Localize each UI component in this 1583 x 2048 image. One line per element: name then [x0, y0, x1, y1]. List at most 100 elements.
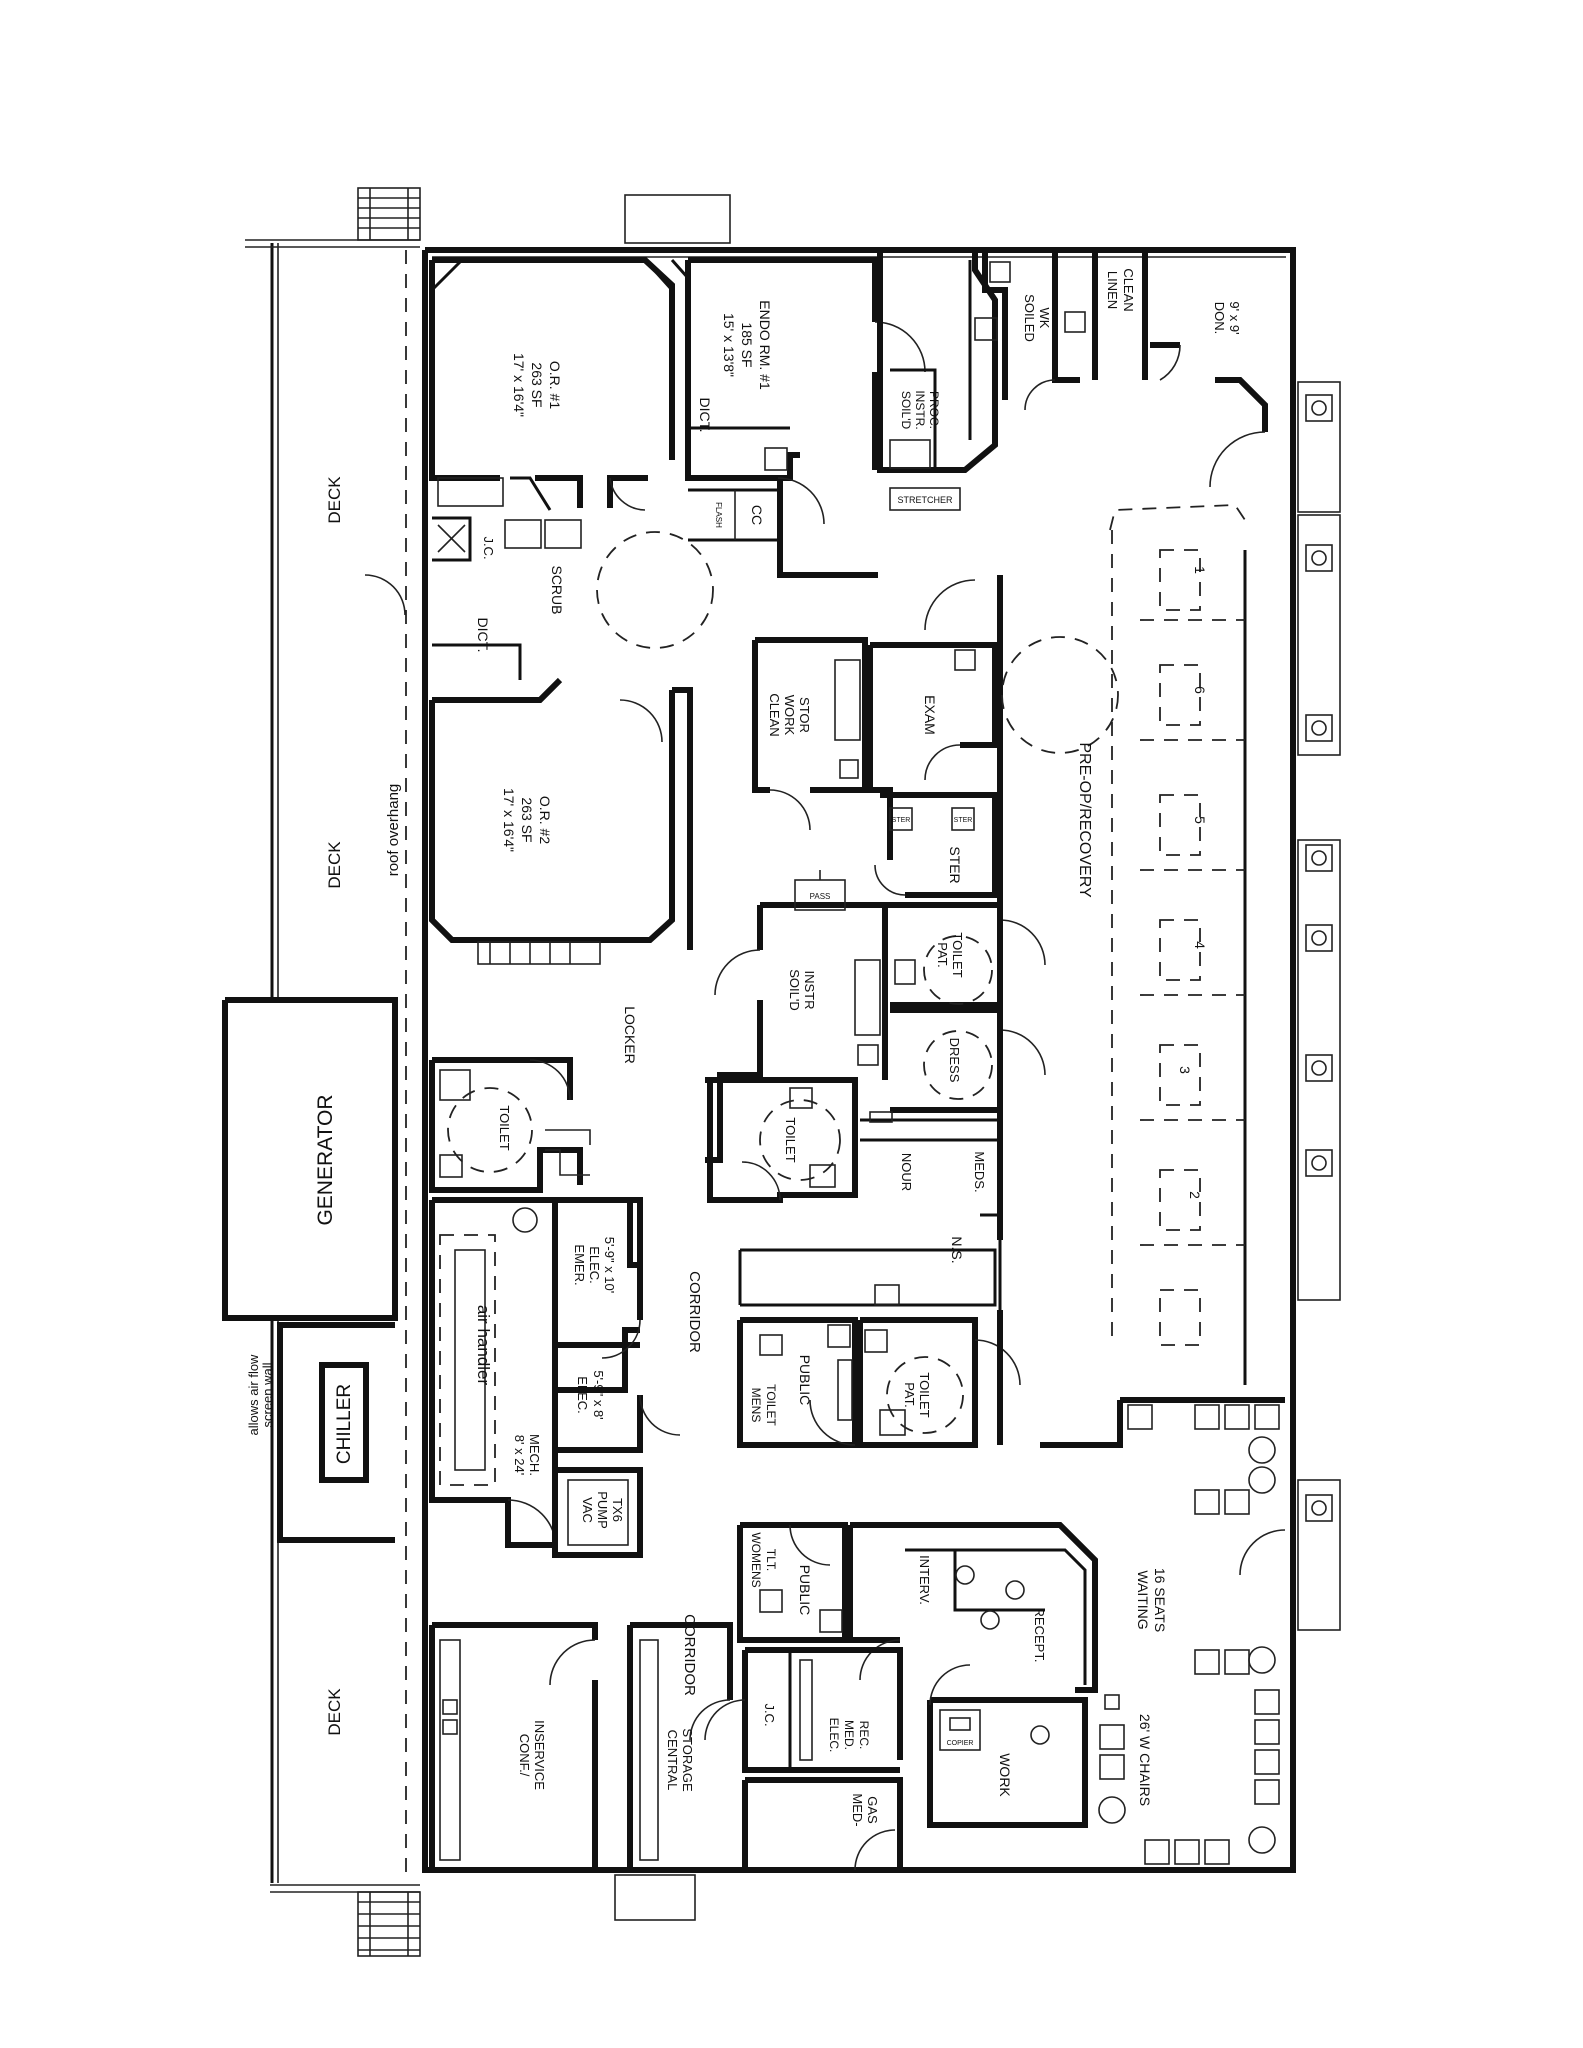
womens-toilet: WOMENS TLT. PUBLIC	[737, 1522, 848, 1643]
soiled-instr-2: INSTR.	[913, 390, 927, 429]
clean-work-1: CLEAN	[767, 693, 782, 736]
emer-elec-3: 5'-9" x 10'	[602, 1237, 617, 1294]
locker-label: LOCKER	[622, 1006, 638, 1064]
dict-label-1: DICT.	[475, 618, 491, 653]
roof-overhang-label: roof overhang	[385, 784, 402, 877]
recept-label: RECEPT.	[1032, 1608, 1047, 1663]
corridor-label-1: CORRIDOR	[686, 1271, 703, 1353]
vac-3: TX6	[610, 1498, 625, 1522]
exam-room: EXAM	[867, 642, 998, 790]
support-rooms-top: SOILED WK LINEN CLEAN DON. 9' x 9'	[974, 250, 1268, 488]
pat-toilet-upper: PAT. TOILET	[885, 902, 1046, 1008]
pre-op-label: PRE-OP/RECOVERY	[1076, 742, 1093, 898]
soiled-instr-3: PROC.	[927, 391, 941, 429]
or-1-name: O.R. #1	[547, 361, 563, 409]
soiled-wk-1: SOILED	[1022, 294, 1037, 342]
screen-wall-label-2: screen wall	[260, 1362, 275, 1427]
waiting-1: WAITING	[1135, 1570, 1151, 1629]
mens-toilet: MENS TOILET PUBLIC	[737, 1317, 858, 1448]
central-1: CENTRAL	[665, 1730, 680, 1791]
bay-3-label: 3	[1177, 1066, 1193, 1074]
or-1-area: 263 SF	[529, 362, 545, 407]
bay-5-label: 5	[1192, 816, 1208, 824]
ster-label: STER	[947, 846, 963, 883]
corridor-label-2: CORRIDOR	[681, 1614, 698, 1696]
work-room: COPIER WORK	[927, 1664, 1088, 1828]
central-2: STORAGE	[680, 1728, 695, 1792]
mens-1: MENS	[749, 1388, 763, 1423]
cc-closet: FLASH CC	[688, 477, 878, 578]
elec-label-1: ELEC.	[575, 1376, 590, 1414]
elec-med-rec: J.C. ELEC. MED. REC.	[704, 1647, 903, 1773]
work-label: WORK	[997, 1753, 1013, 1797]
soiled-wk-2: WK	[1037, 308, 1052, 329]
bay-2-label: 2	[1187, 1191, 1203, 1199]
nurse-station: N.S.	[738, 1213, 1002, 1310]
conf-1: CONF./	[517, 1734, 532, 1777]
womens-2: TLT.	[764, 1549, 778, 1571]
interv-label: INTERV.	[917, 1555, 932, 1605]
emer-elec: EMER. ELEC. 5'-9" x 10'	[552, 1197, 643, 1359]
or-2-area: 263 SF	[519, 797, 535, 842]
cc-label: CC	[749, 505, 765, 525]
or-2-dims: 17' x 16'4"	[501, 788, 517, 852]
nour-meds: NOUR MEDS.	[860, 1111, 1000, 1193]
bay-1-label: 1	[1192, 566, 1208, 574]
endo-room: DICT. ENDO RM. #1 185 SF 15' x 13'8"	[670, 257, 926, 481]
don-1: DON.	[1212, 302, 1227, 335]
jc-label-1: J.C.	[481, 536, 496, 559]
ster-room: STER STER STER	[874, 792, 998, 898]
exam-label: EXAM	[922, 695, 938, 735]
ster-small-1: STER	[892, 817, 911, 824]
endo-dims: 15' x 13'8"	[721, 313, 737, 377]
pat-toilet2-1: PAT.	[902, 1382, 917, 1408]
mens-2: TOILET	[764, 1384, 778, 1426]
mech-label-2: MECH.	[527, 1434, 542, 1476]
locker-area: TOILET LOCKER	[429, 1006, 638, 1193]
generator-pad: GENERATOR	[222, 997, 398, 1321]
chairs-label: 26' W CHAIRS	[1137, 1714, 1153, 1806]
elec-label-2: 5'-9" x 8'	[591, 1370, 606, 1419]
air-handler-label: air handler	[474, 1305, 493, 1386]
emer-elec-2: ELEC.	[587, 1246, 602, 1284]
public-label-2: PUBLIC	[797, 1565, 813, 1616]
elec-med-2: MED.	[842, 1720, 856, 1750]
stair-bottom	[357, 1891, 421, 1957]
bay-6-label: 6	[1192, 686, 1208, 694]
ster-small-2: STER	[954, 817, 973, 824]
linen-2: CLEAN	[1121, 268, 1136, 311]
or-1: O.R. #1 263 SF 17' x 16'4"	[429, 257, 675, 511]
emer-elec-1: EMER.	[572, 1244, 587, 1285]
pat-toilet-2: TOILET	[950, 932, 965, 977]
womens-1: WOMENS	[749, 1532, 763, 1587]
med-gas-2: GAS	[865, 1796, 880, 1824]
meds-label: MEDS.	[972, 1151, 987, 1192]
pat-toilet-lower: PAT. TOILET	[857, 1317, 1021, 1448]
or-1-dims: 17' x 16'4"	[511, 353, 527, 417]
chiller-enclosure: CHILLER allows air flow screen wall	[246, 1322, 395, 1543]
pat-toilet-1: PAT.	[935, 942, 950, 968]
elec-med-3: REC.	[857, 1721, 871, 1750]
toilet-label-1: TOILET	[497, 1105, 512, 1150]
mech-label-1: 8' x 24'	[512, 1435, 527, 1475]
clean-work-2: WORK	[782, 695, 797, 736]
linen-1: LINEN	[1105, 271, 1120, 309]
generator-label: GENERATOR	[314, 1094, 337, 1225]
vac-1: VAC	[580, 1497, 595, 1523]
toilet-center: TOILET	[705, 1077, 858, 1203]
conf-2: INSERVICE	[532, 1720, 547, 1790]
nour-label: NOUR	[899, 1153, 914, 1191]
stair-top	[357, 187, 421, 241]
copier-label: COPIER	[947, 1740, 974, 1747]
stretcher-label: STRETCHER	[897, 495, 953, 505]
bay-4-label: 4	[1192, 941, 1208, 949]
dict-label-2: DICT.	[697, 398, 713, 433]
screen-wall-label: allows air flow	[246, 1354, 261, 1436]
chiller-label: CHILLER	[334, 1384, 355, 1464]
vac-2: PUMP	[595, 1491, 610, 1529]
don-2: 9' x 9'	[1227, 301, 1242, 334]
or-2: O.R. #2 263 SF 17' x 16'4"	[429, 677, 693, 965]
ns-label: N.S.	[949, 1236, 965, 1263]
dress-room: DRESS	[890, 1007, 1046, 1113]
